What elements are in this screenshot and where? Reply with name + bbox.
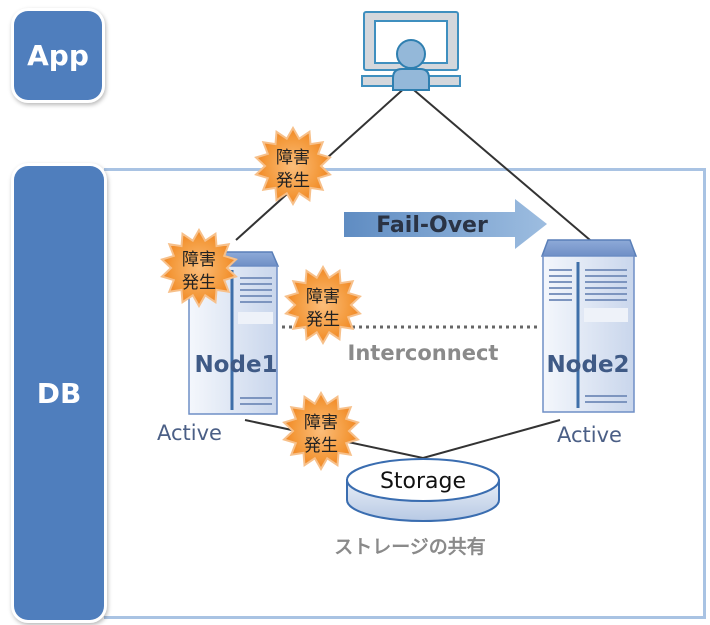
failure-badge-text: 障害 bbox=[304, 413, 338, 433]
node2-label: Node2 bbox=[546, 352, 629, 378]
storage-label: Storage bbox=[380, 469, 466, 494]
failure-badge-text: 障害 bbox=[306, 287, 340, 307]
right-arrow-icon bbox=[344, 199, 547, 249]
app-tier-text: App bbox=[27, 39, 89, 72]
starburst-icon bbox=[284, 265, 362, 345]
failure-badge-text: 発生 bbox=[304, 436, 338, 456]
failure-badge-text: 発生 bbox=[182, 273, 216, 293]
node2-status: Active bbox=[557, 423, 622, 447]
disk-icon: Storage bbox=[346, 458, 500, 522]
starburst-icon bbox=[282, 391, 360, 471]
link-client-node2 bbox=[407, 84, 591, 241]
link-node2-storage bbox=[422, 419, 561, 459]
db-tier-frame bbox=[104, 168, 706, 619]
app-tier-label: App bbox=[14, 11, 102, 100]
failure-badge-text: 障害 bbox=[182, 250, 216, 270]
storage-caption: ストレージの共有 bbox=[334, 535, 486, 558]
failover-arrow: Fail-Over bbox=[344, 199, 547, 249]
interconnect-label: Interconnect bbox=[348, 341, 499, 365]
db-tier-label: DB bbox=[14, 166, 104, 620]
failure-badge-text: 発生 bbox=[276, 171, 310, 191]
node1-label: Node1 bbox=[194, 352, 277, 378]
node1-status: Active bbox=[157, 421, 222, 445]
db-tier-text: DB bbox=[36, 376, 82, 410]
starburst-icon bbox=[160, 228, 238, 308]
node2-server-icon: Node2 bbox=[540, 239, 638, 413]
failure-badge-text: 発生 bbox=[306, 310, 340, 330]
failure-badge-text: 障害 bbox=[276, 148, 310, 168]
failover-label: Fail-Over bbox=[376, 213, 488, 238]
user-at-monitor-icon bbox=[361, 11, 461, 91]
starburst-icon bbox=[254, 126, 332, 206]
